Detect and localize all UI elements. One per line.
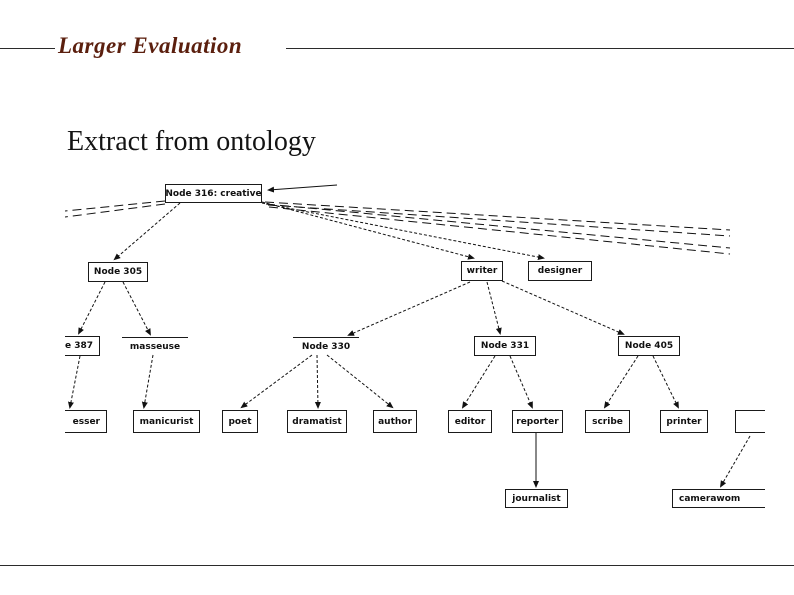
edge-node-305-to-node-masseuse [122, 281, 151, 336]
edge-node-writer-to-node-405 [501, 280, 625, 335]
node-writer: writer [461, 261, 503, 281]
node-387: e 387 [65, 336, 100, 356]
node-manicurist: manicurist [133, 410, 200, 433]
stray-edge-1 [267, 204, 731, 237]
stray-edge-0 [264, 201, 731, 231]
node-scribe: scribe [585, 410, 630, 433]
node-dramatist: dramatist [287, 410, 347, 433]
edge-node-masseuse-to-node-manicurist [141, 354, 154, 409]
slide-title: Larger Evaluation [58, 33, 243, 58]
title-rule-left [0, 48, 55, 49]
edge-node-316-creative-to-node-writer [261, 201, 475, 260]
edge-node-331-to-node-reporter [509, 355, 533, 409]
node-journalist: journalist [505, 489, 568, 508]
node-305: Node 305 [88, 262, 148, 282]
slide-subtitle: Extract from ontology [67, 126, 316, 157]
edge-node-330-to-node-dramatist [314, 354, 321, 409]
stray-edge-3 [268, 206, 731, 255]
node-316-creative: Node 316: creative [165, 184, 262, 203]
edge-node-387-to-node-esser [68, 355, 81, 409]
edge-node-unlabeled-to-node-camerawoman [719, 435, 751, 488]
node-masseuse: masseuse [122, 337, 188, 355]
edge-node-330-to-node-author [326, 354, 394, 409]
node-unlabeled [735, 410, 765, 433]
stray-edge-5 [65, 203, 166, 218]
diagram-edges-layer [65, 184, 751, 488]
node-author: author [373, 410, 417, 433]
stray-edge-2 [265, 203, 731, 249]
node-camerawoman: camerawom [672, 489, 765, 508]
node-designer: designer [528, 261, 592, 281]
node-405: Node 405 [618, 336, 680, 356]
node-reporter: reporter [512, 410, 563, 433]
edge-node-writer-to-node-331 [486, 281, 502, 335]
edge-offscreen-right-to-node-316-creative [267, 184, 338, 193]
node-esser: esser [65, 410, 107, 433]
edge-node-331-to-node-editor [461, 355, 496, 409]
stray-edge-4 [65, 200, 166, 212]
title-rule-right [286, 48, 794, 49]
edge-node-305-to-node-387 [78, 281, 106, 335]
edge-node-316-creative-to-node-designer [261, 202, 545, 260]
node-poet: poet [222, 410, 258, 433]
node-editor: editor [448, 410, 492, 433]
edge-node-316-creative-to-node-305 [113, 202, 181, 261]
node-330: Node 330 [293, 337, 359, 355]
edge-node-writer-to-node-330 [347, 281, 471, 336]
node-331: Node 331 [474, 336, 536, 356]
edge-node-405-to-node-printer [652, 355, 679, 409]
bottom-rule [0, 565, 794, 566]
edge-node-330-to-node-poet [240, 354, 313, 409]
edge-node-405-to-node-scribe [603, 355, 639, 409]
node-printer: printer [660, 410, 708, 433]
